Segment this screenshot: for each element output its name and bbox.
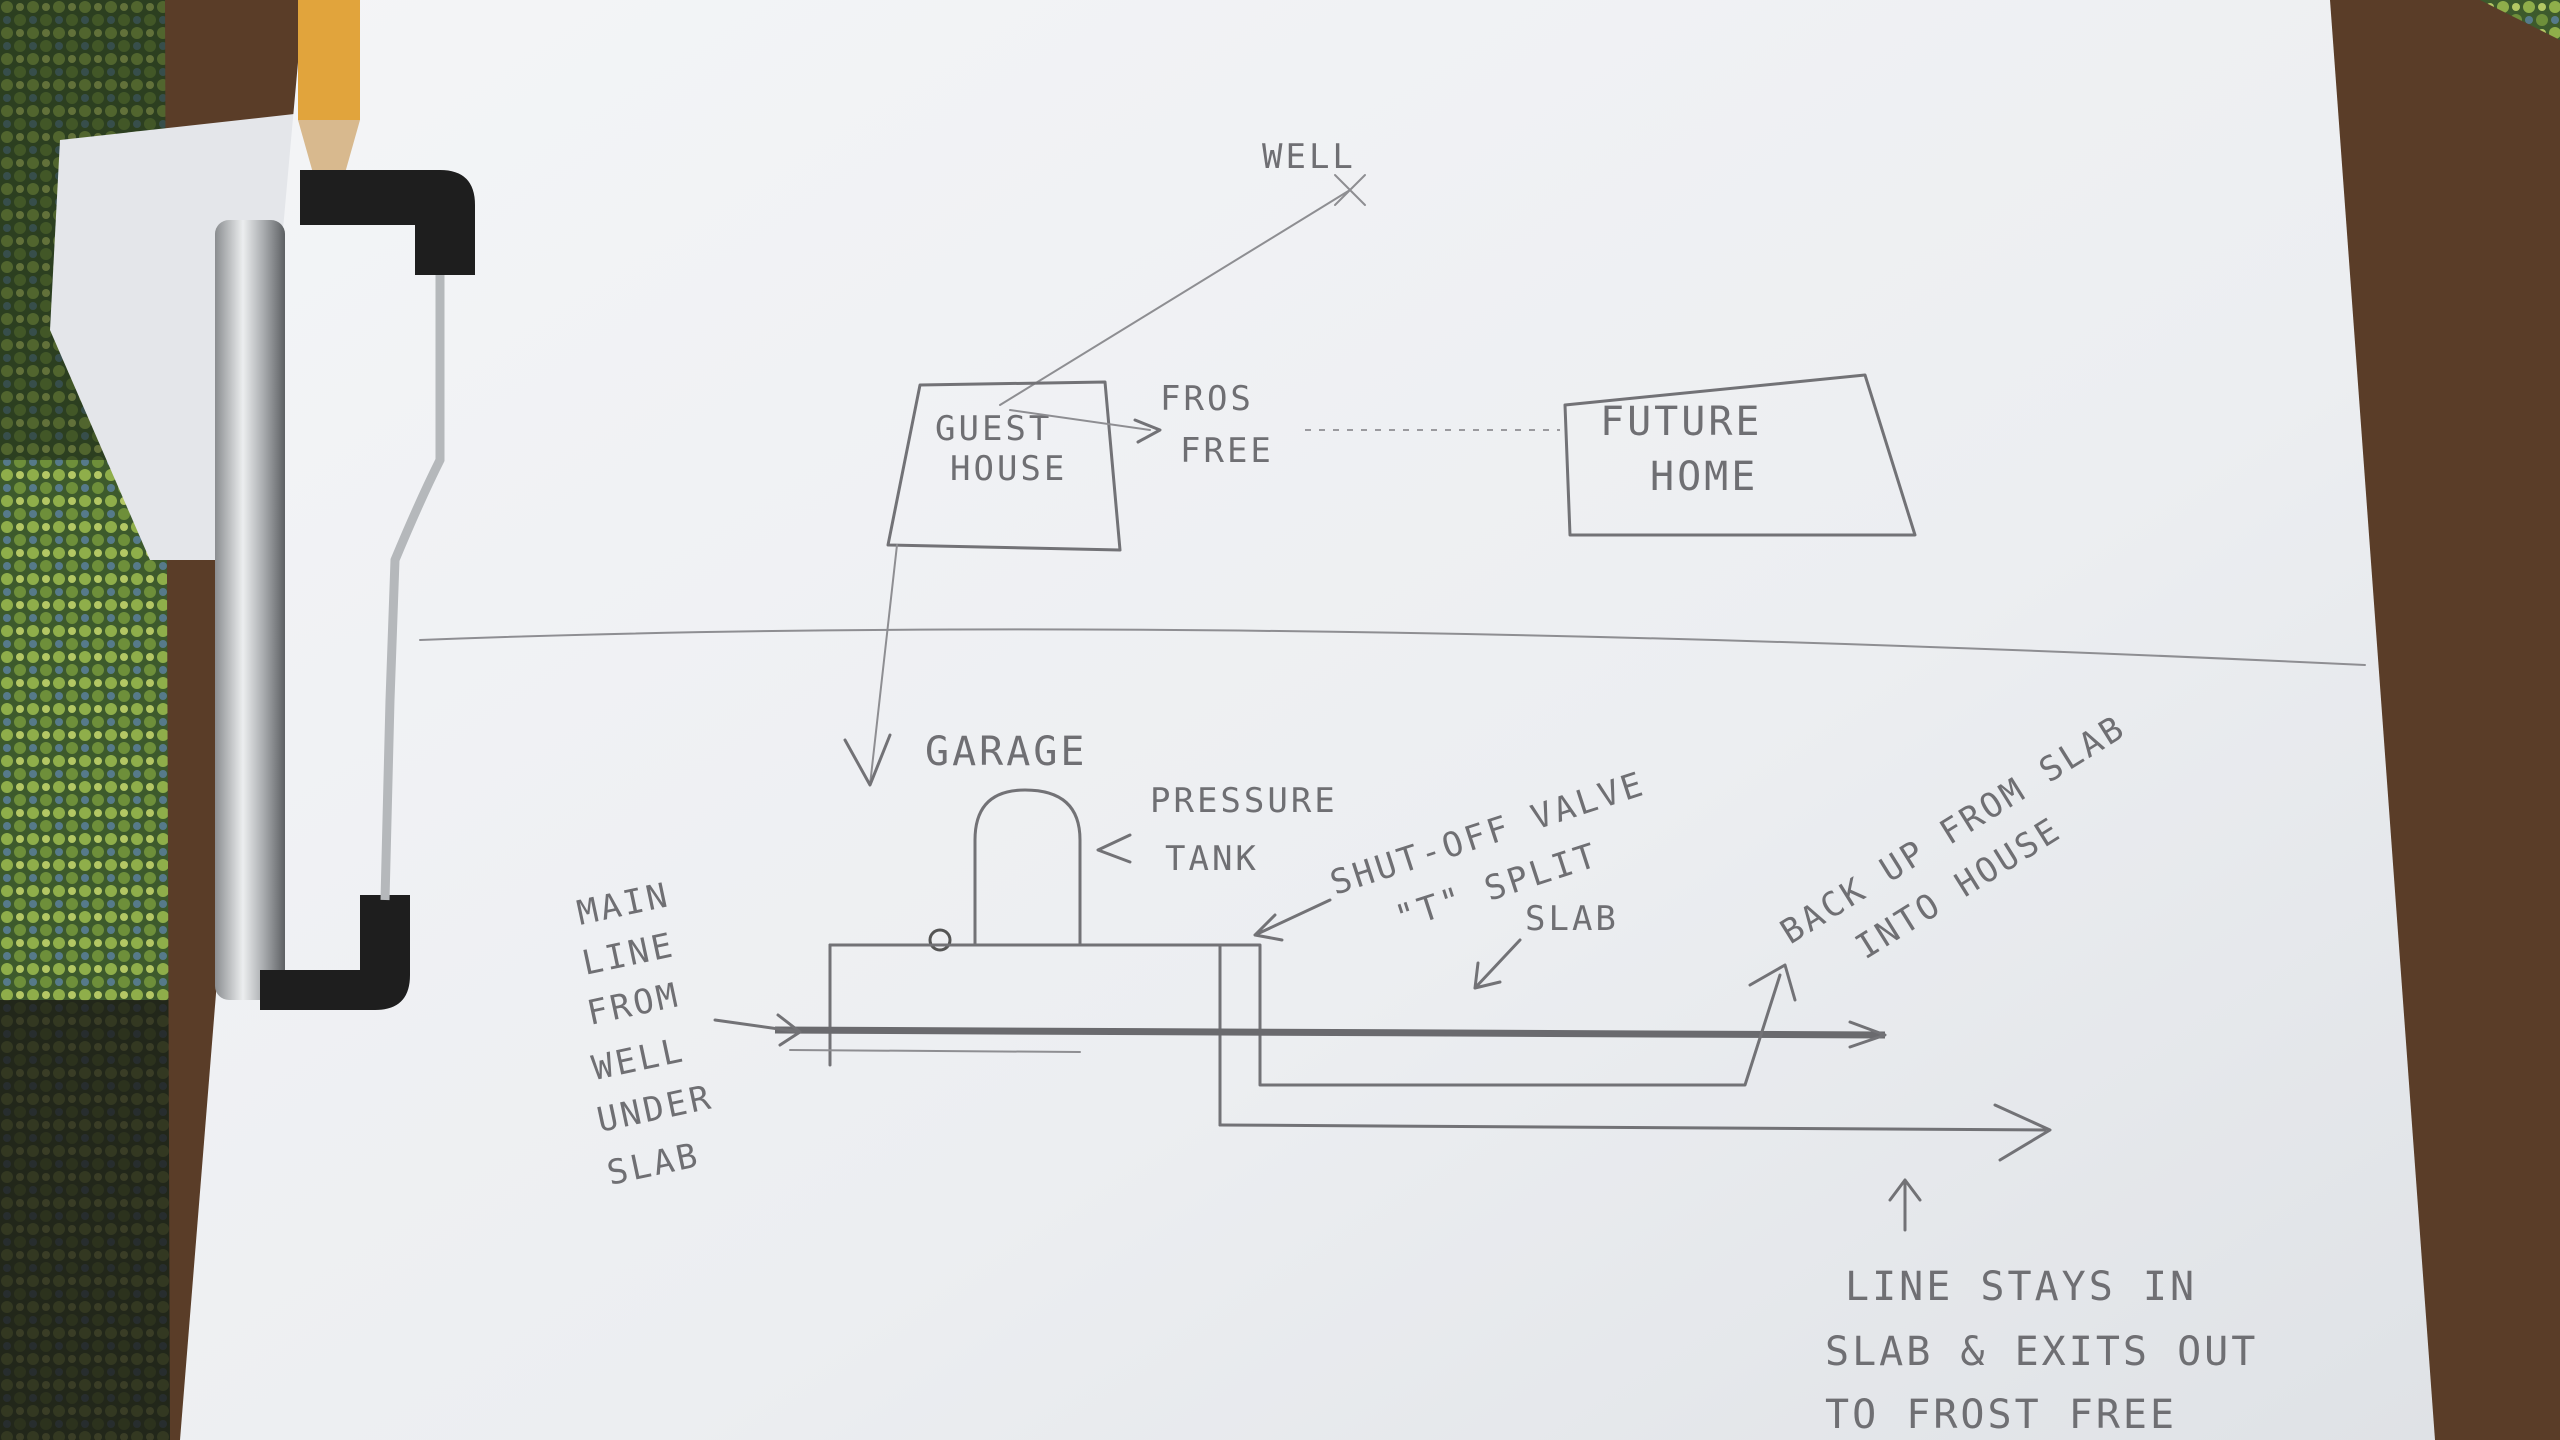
guest-house-line2: HOUSE <box>950 449 1067 489</box>
clip-lever-top <box>300 170 475 275</box>
pipe-to-frost-free <box>1218 1123 2047 1132</box>
garage-arrowhead <box>843 733 892 787</box>
garage-wall <box>828 943 1262 1042</box>
note-line1: LINE STAYS IN <box>1845 1264 2197 1310</box>
main-line-pointer <box>713 1013 802 1047</box>
clipboard-clip <box>215 170 475 1010</box>
note-arrow <box>1888 1178 1922 1232</box>
pressure-tank <box>973 788 1082 947</box>
paper-fold-line <box>419 628 2366 666</box>
frost-free-arrowhead <box>1993 1103 2052 1162</box>
slab-label: SLAB <box>1525 899 1619 939</box>
slab-underline <box>789 1049 1081 1053</box>
guest-house-line1: GUEST <box>935 409 1052 449</box>
slab-arrowhead <box>1848 1020 1887 1049</box>
frost-arrowhead <box>1133 418 1162 444</box>
pipe-back-up <box>1258 973 1782 1087</box>
future-home-line1: FUTURE <box>1600 399 1763 445</box>
clip-wire <box>380 275 445 901</box>
paper-sheet <box>180 0 2435 1440</box>
pencil <box>298 0 360 210</box>
back-up-arrowhead <box>1748 963 1797 1002</box>
tank-pointer <box>1096 833 1132 864</box>
guest-to-frost-line <box>1009 409 1151 431</box>
line-to-garage <box>869 544 898 786</box>
tank-fitting <box>928 928 952 952</box>
future-home-box <box>1563 373 1917 537</box>
garage-label: GARAGE <box>925 729 1088 775</box>
frost-free-line2: FREE <box>1180 431 1274 471</box>
note-line2: SLAB & EXITS OUT <box>1825 1329 2258 1375</box>
shutoff-pointer <box>1253 898 1332 942</box>
pressure-tank-line2: TANK <box>1165 839 1259 879</box>
well-line <box>999 189 1351 406</box>
future-home-line2: HOME <box>1650 454 1758 500</box>
frost-free-line1: FROS <box>1160 379 1254 419</box>
well-label: WELL <box>1262 137 1356 177</box>
site-plan-sketch: WELL GUEST HOUSE FROS FREE FUTURE HOME <box>843 137 1917 787</box>
slab-line <box>774 1026 1886 1039</box>
pressure-tank-line1: PRESSURE <box>1150 781 1338 821</box>
slab-pointer <box>1473 938 1522 990</box>
note-line3: TO FROST FREE <box>1825 1392 2177 1438</box>
guest-house-box <box>886 380 1122 552</box>
clip-lever-bottom <box>260 895 410 1010</box>
